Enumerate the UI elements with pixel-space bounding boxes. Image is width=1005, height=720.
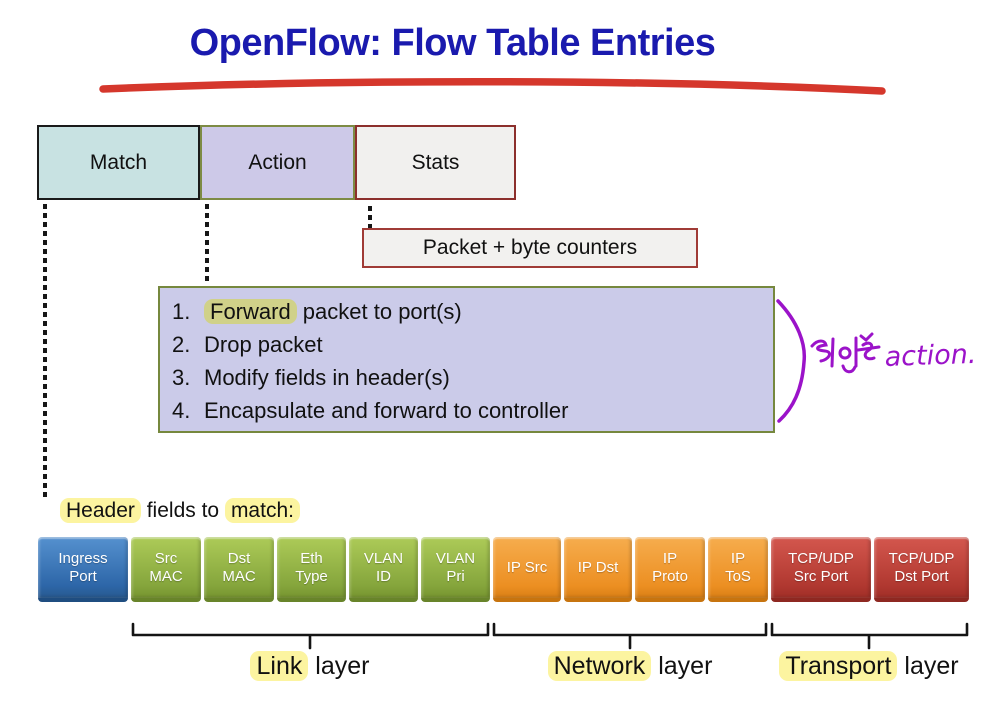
field-ip-src: IP Src (493, 537, 561, 602)
action-item-3: 3.Modify fields in header(s) (172, 365, 450, 390)
stats-label: Stats (411, 150, 460, 174)
match-label: Match (89, 150, 148, 174)
header-fields-heading: Header fields to match: (60, 498, 300, 523)
stats-column-box: Stats (355, 125, 516, 200)
transport-layer-label: Transport layer (739, 651, 999, 681)
match-dotted-connector (43, 204, 47, 500)
transport-layer-brace (770, 622, 969, 650)
network-layer-brace (492, 622, 768, 650)
link-layer-label: Link layer (190, 651, 430, 681)
handwritten-annotation-text: action. (884, 339, 977, 373)
action-column-box: Action (200, 125, 355, 200)
action-dotted-connector (205, 204, 209, 284)
field-ip-dst: IP Dst (564, 537, 632, 602)
action-list-box: 1.Forward packet to port(s) 2.Drop packe… (158, 286, 775, 433)
forward-highlight: Forward (204, 299, 297, 324)
stats-counters-label: Packet + byte counters (422, 236, 638, 259)
action-item-4: 4.Encapsulate and forward to controller (172, 398, 569, 423)
action-item-2: 2.Drop packet (172, 332, 323, 357)
match-column-box: Match (37, 125, 200, 200)
action-label: Action (248, 150, 307, 174)
handwritten-brace (776, 299, 807, 423)
stats-counters-box: Packet + byte counters (362, 228, 698, 268)
layer-group-braces (131, 622, 969, 650)
stats-dotted-connector (368, 206, 372, 228)
title-underline-swoosh (99, 77, 886, 95)
heading-highlight-match: match: (224, 498, 300, 523)
handwritten-scribble (810, 332, 881, 374)
handwritten-annotation: action. (810, 332, 977, 374)
link-layer-brace (131, 622, 490, 650)
network-layer-label: Network layer (510, 651, 750, 681)
action-item-1: 1.Forward packet to port(s) (172, 299, 462, 324)
heading-highlight-header: Header (60, 498, 141, 523)
page-title: OpenFlow: Flow Table Entries (189, 22, 716, 64)
